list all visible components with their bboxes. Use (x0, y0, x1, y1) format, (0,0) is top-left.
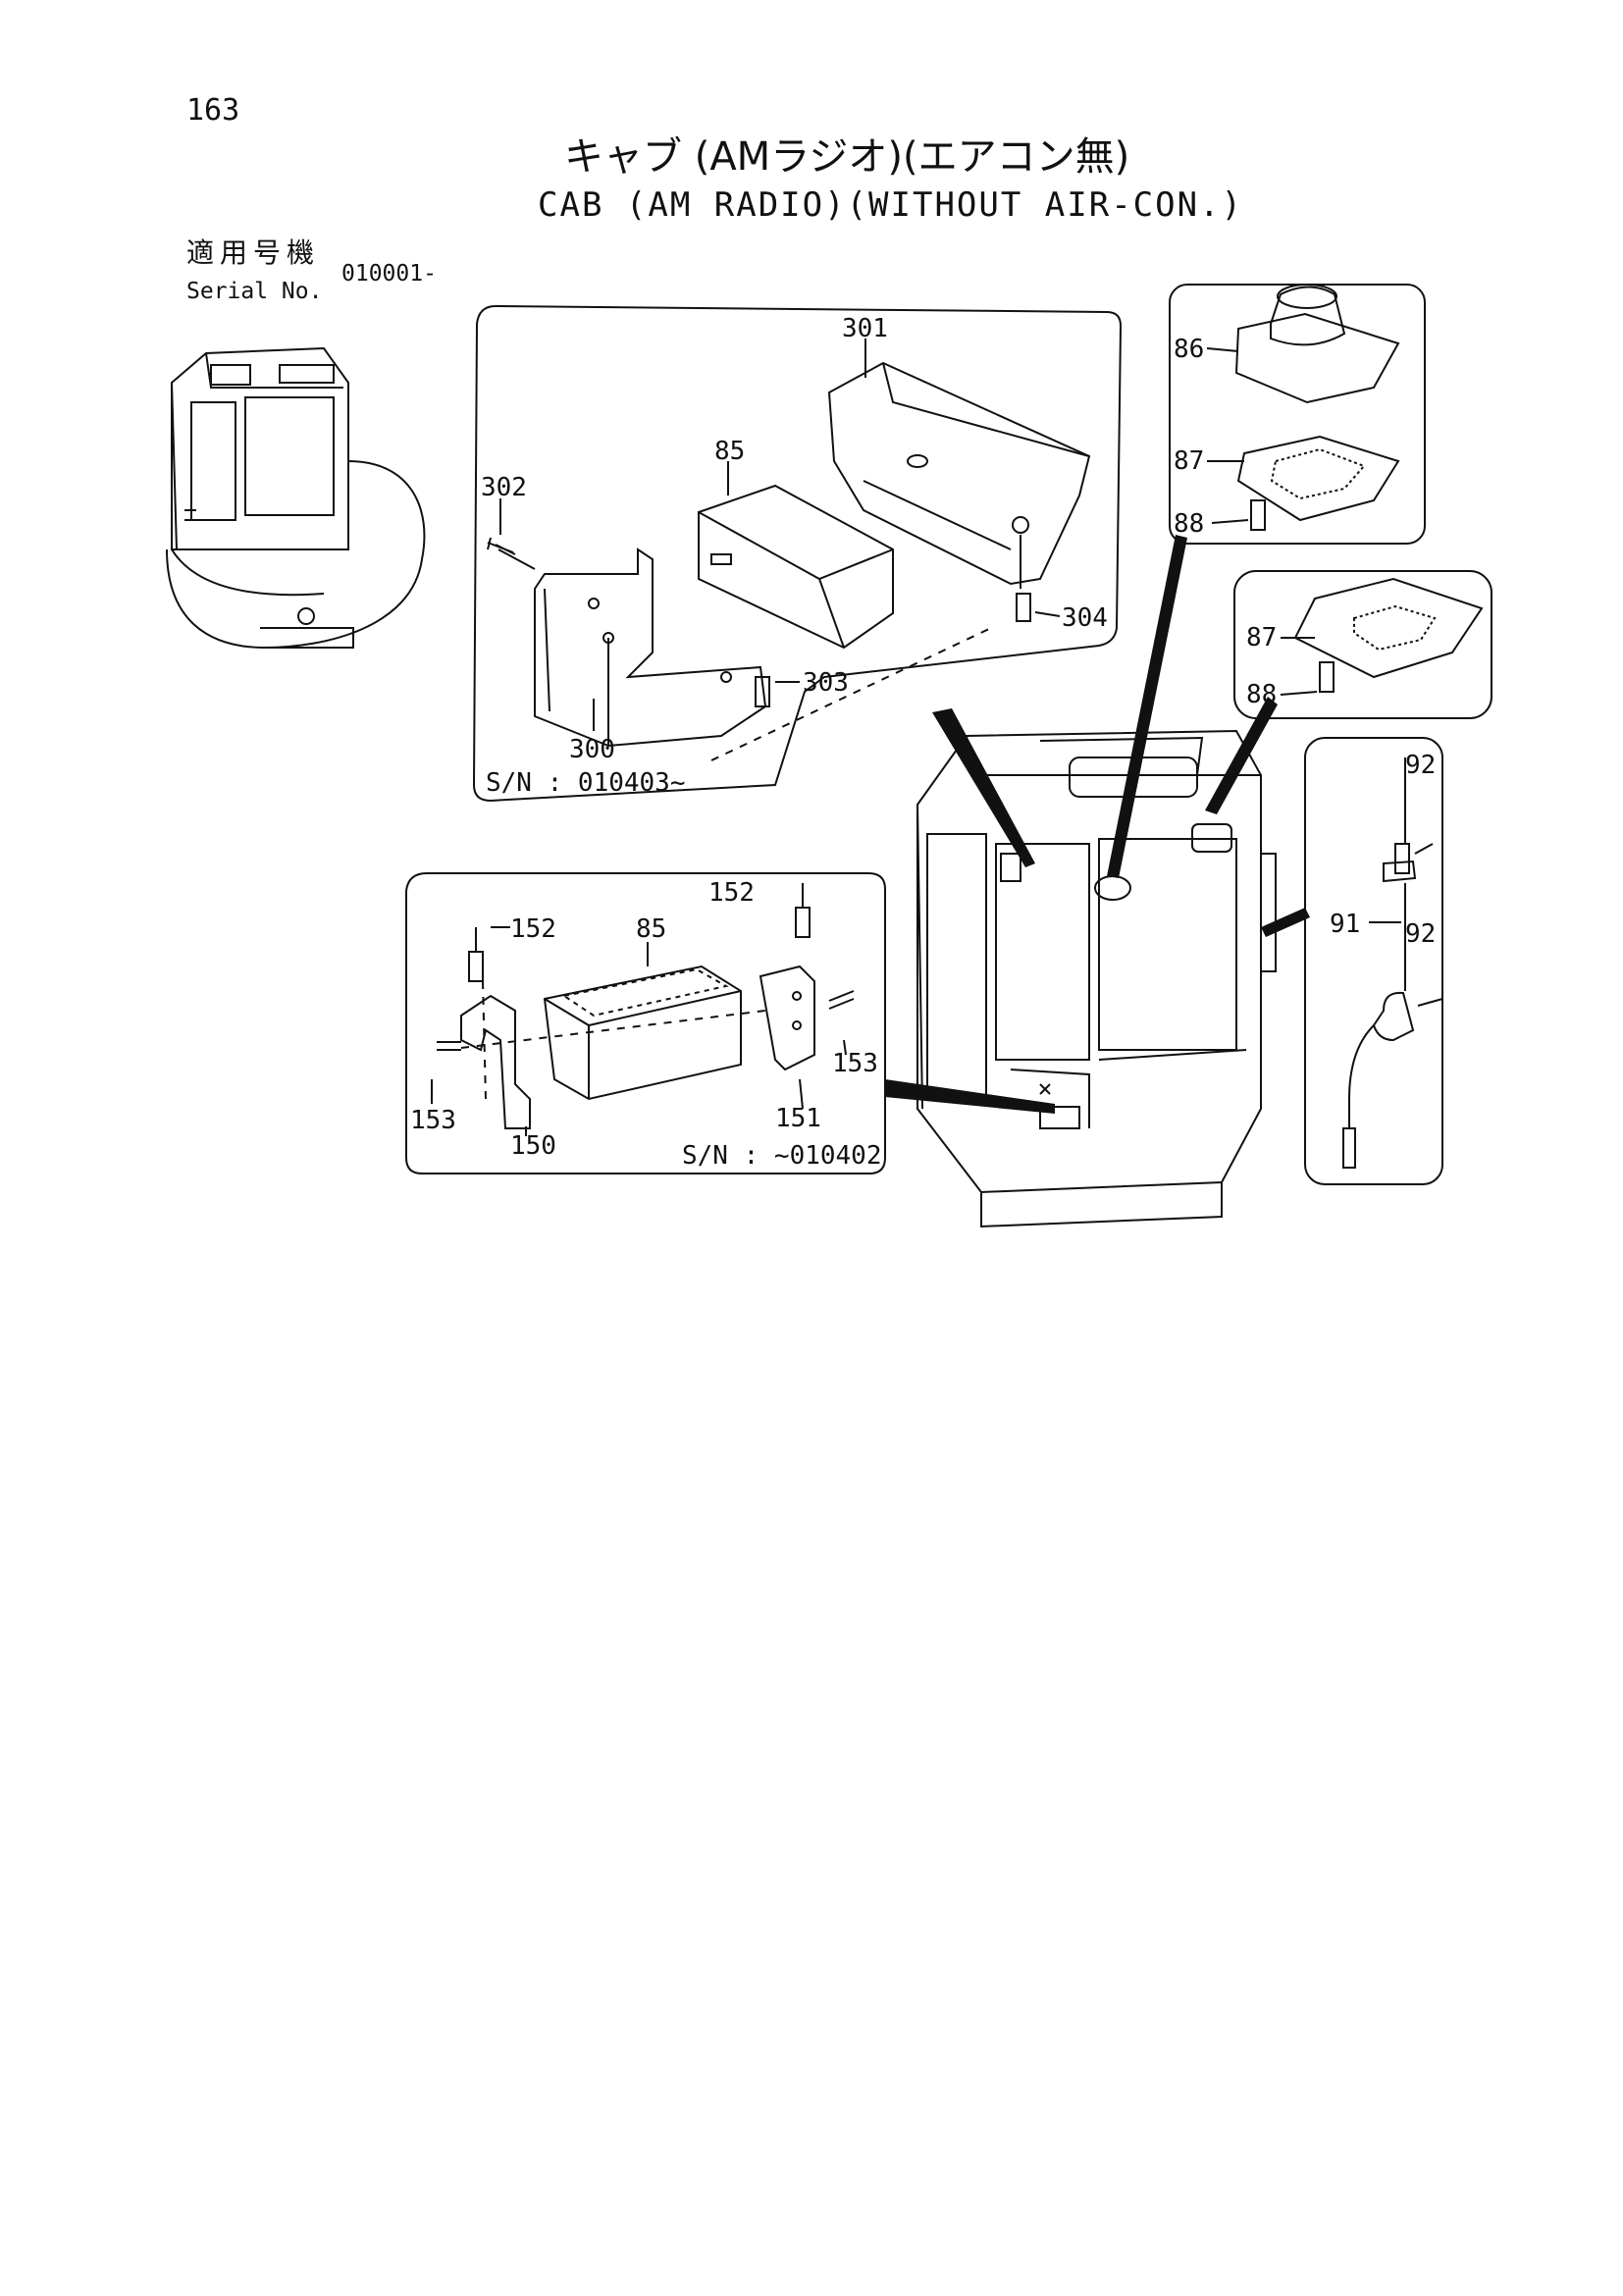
callout-85-new: 85 (714, 437, 745, 466)
page-title-english: CAB (AM RADIO)(WITHOUT AIR-CON.) (538, 185, 1244, 225)
callout-88-speaker: 88 (1174, 509, 1204, 539)
callout-150: 150 (510, 1131, 556, 1161)
callout-88-grille: 88 (1246, 680, 1277, 709)
callout-152-left: 152 (510, 914, 556, 944)
callout-87-speaker: 87 (1174, 446, 1204, 476)
callout-153-right: 153 (832, 1049, 878, 1078)
serial-note-010402: S/N : ~010402 (682, 1141, 882, 1171)
callout-303: 303 (803, 668, 849, 698)
inset-pointers (885, 535, 1310, 1114)
callout-92-lower: 92 (1405, 919, 1436, 949)
inset-grille (1233, 570, 1492, 719)
callout-152-right: 152 (708, 878, 755, 908)
inset-speaker (1169, 284, 1426, 545)
callout-91: 91 (1330, 910, 1360, 939)
callout-301: 301 (842, 314, 888, 343)
page-title-japanese: キャブ (AMラジオ)(エアコン無) (564, 134, 1130, 180)
page-number: 163 (186, 93, 240, 128)
callout-300: 300 (569, 735, 615, 764)
cab-main-illustration (916, 729, 1277, 1228)
callout-302: 302 (481, 473, 527, 502)
inset-radio-serial-010403 (472, 304, 1123, 803)
callout-153-left: 153 (410, 1106, 456, 1135)
inset-radio-serial-010402 (405, 872, 886, 1174)
callout-85-old: 85 (636, 914, 666, 944)
callout-87-grille: 87 (1246, 623, 1277, 652)
callout-304: 304 (1062, 603, 1108, 633)
inset-antenna (1304, 737, 1443, 1185)
callout-151: 151 (775, 1104, 821, 1133)
serial-note-010403: S/N : 010403~ (486, 768, 686, 798)
serial-range: 010001- (341, 261, 437, 287)
serial-label-english: Serial No. (186, 279, 323, 304)
serial-label-japanese: 適用号機 (186, 236, 321, 269)
callout-92-upper: 92 (1405, 751, 1436, 780)
excavator-overview-illustration (166, 346, 426, 650)
callout-86: 86 (1174, 335, 1204, 364)
